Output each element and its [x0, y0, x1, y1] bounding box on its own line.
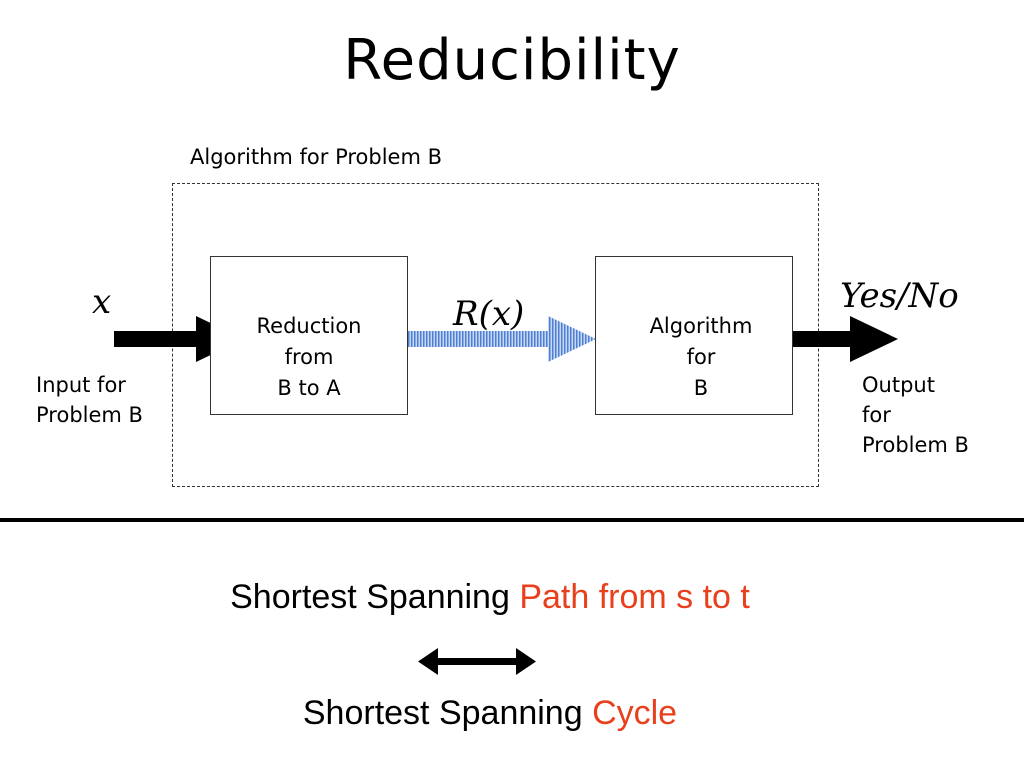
problem-line-path: Shortest Spanning Path from s to t: [0, 578, 980, 617]
output-line3: Problem B: [862, 433, 969, 457]
outer-box-label: Algorithm for Problem B: [190, 145, 443, 169]
algorithm-line1: Algorithm: [649, 314, 753, 338]
output-symbol: Yes/No: [840, 276, 959, 316]
problem-path-highlight: Path from s to t: [519, 578, 750, 616]
algorithm-line2: for: [686, 345, 716, 369]
input-line2: Problem B: [36, 403, 143, 427]
double-headed-arrow-icon: [418, 648, 536, 675]
reduction-box: Reduction from B to A: [210, 256, 408, 415]
problem-cycle-highlight: Cycle: [592, 694, 678, 732]
algorithm-box: Algorithm for B: [595, 256, 793, 415]
reduction-line2: from: [284, 345, 334, 369]
problem-cycle-prefix: Shortest Spanning: [302, 694, 593, 732]
input-symbol: x: [92, 282, 112, 322]
problem-path-prefix: Shortest Spanning: [230, 578, 520, 616]
output-line2: for: [862, 403, 891, 427]
input-line1: Input for: [36, 373, 126, 397]
reduction-output-symbol: R(x): [453, 294, 525, 334]
reduction-box-text: Reduction from B to A: [211, 311, 407, 404]
output-description: Output for Problem B: [862, 370, 969, 460]
problem-line-cycle: Shortest Spanning Cycle: [0, 694, 980, 733]
algorithm-line3: B: [693, 376, 709, 400]
reduction-line1: Reduction: [256, 314, 362, 338]
input-description: Input for Problem B: [36, 370, 143, 430]
algorithm-box-text: Algorithm for B: [626, 311, 776, 404]
output-line1: Output: [862, 373, 935, 397]
divider: [0, 518, 1024, 522]
page-title: Reducibility: [343, 28, 681, 93]
reduction-line3: B to A: [277, 376, 341, 400]
